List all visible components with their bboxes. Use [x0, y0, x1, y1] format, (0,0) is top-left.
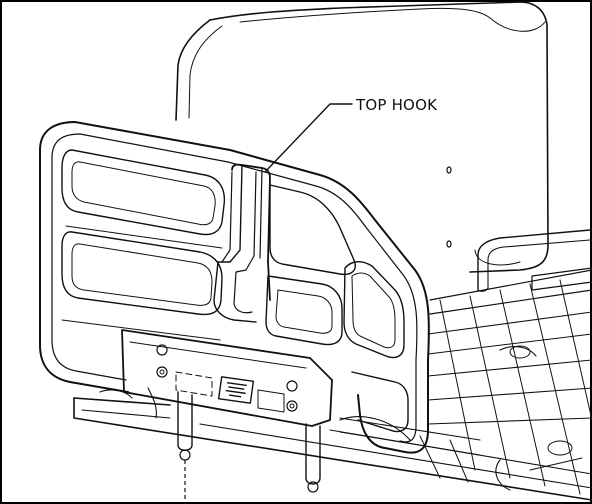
callout-top-hook: TOP HOOK [264, 96, 438, 173]
bolt-icon [286, 400, 298, 412]
plate-label-warning [217, 376, 255, 404]
plate-label-small [257, 389, 285, 413]
mount-hole [446, 240, 452, 248]
far-rail [477, 229, 591, 292]
top-hook [213, 163, 271, 323]
bolt-icon [156, 344, 168, 356]
mattress-deck [427, 267, 592, 495]
side-rail [39, 121, 430, 454]
bed-frame [73, 387, 592, 501]
plate-label-blank [175, 371, 213, 397]
mount-hole [446, 166, 452, 174]
bolt-icon [286, 380, 298, 392]
headboard [175, 1, 549, 273]
bolt-icon [156, 366, 168, 378]
callout-leader-line [264, 103, 353, 173]
callout-label-top-hook: TOP HOOK [355, 96, 438, 114]
rail-legs [177, 391, 321, 504]
deck-side-wires [339, 417, 481, 483]
mounting-plate [121, 329, 333, 427]
